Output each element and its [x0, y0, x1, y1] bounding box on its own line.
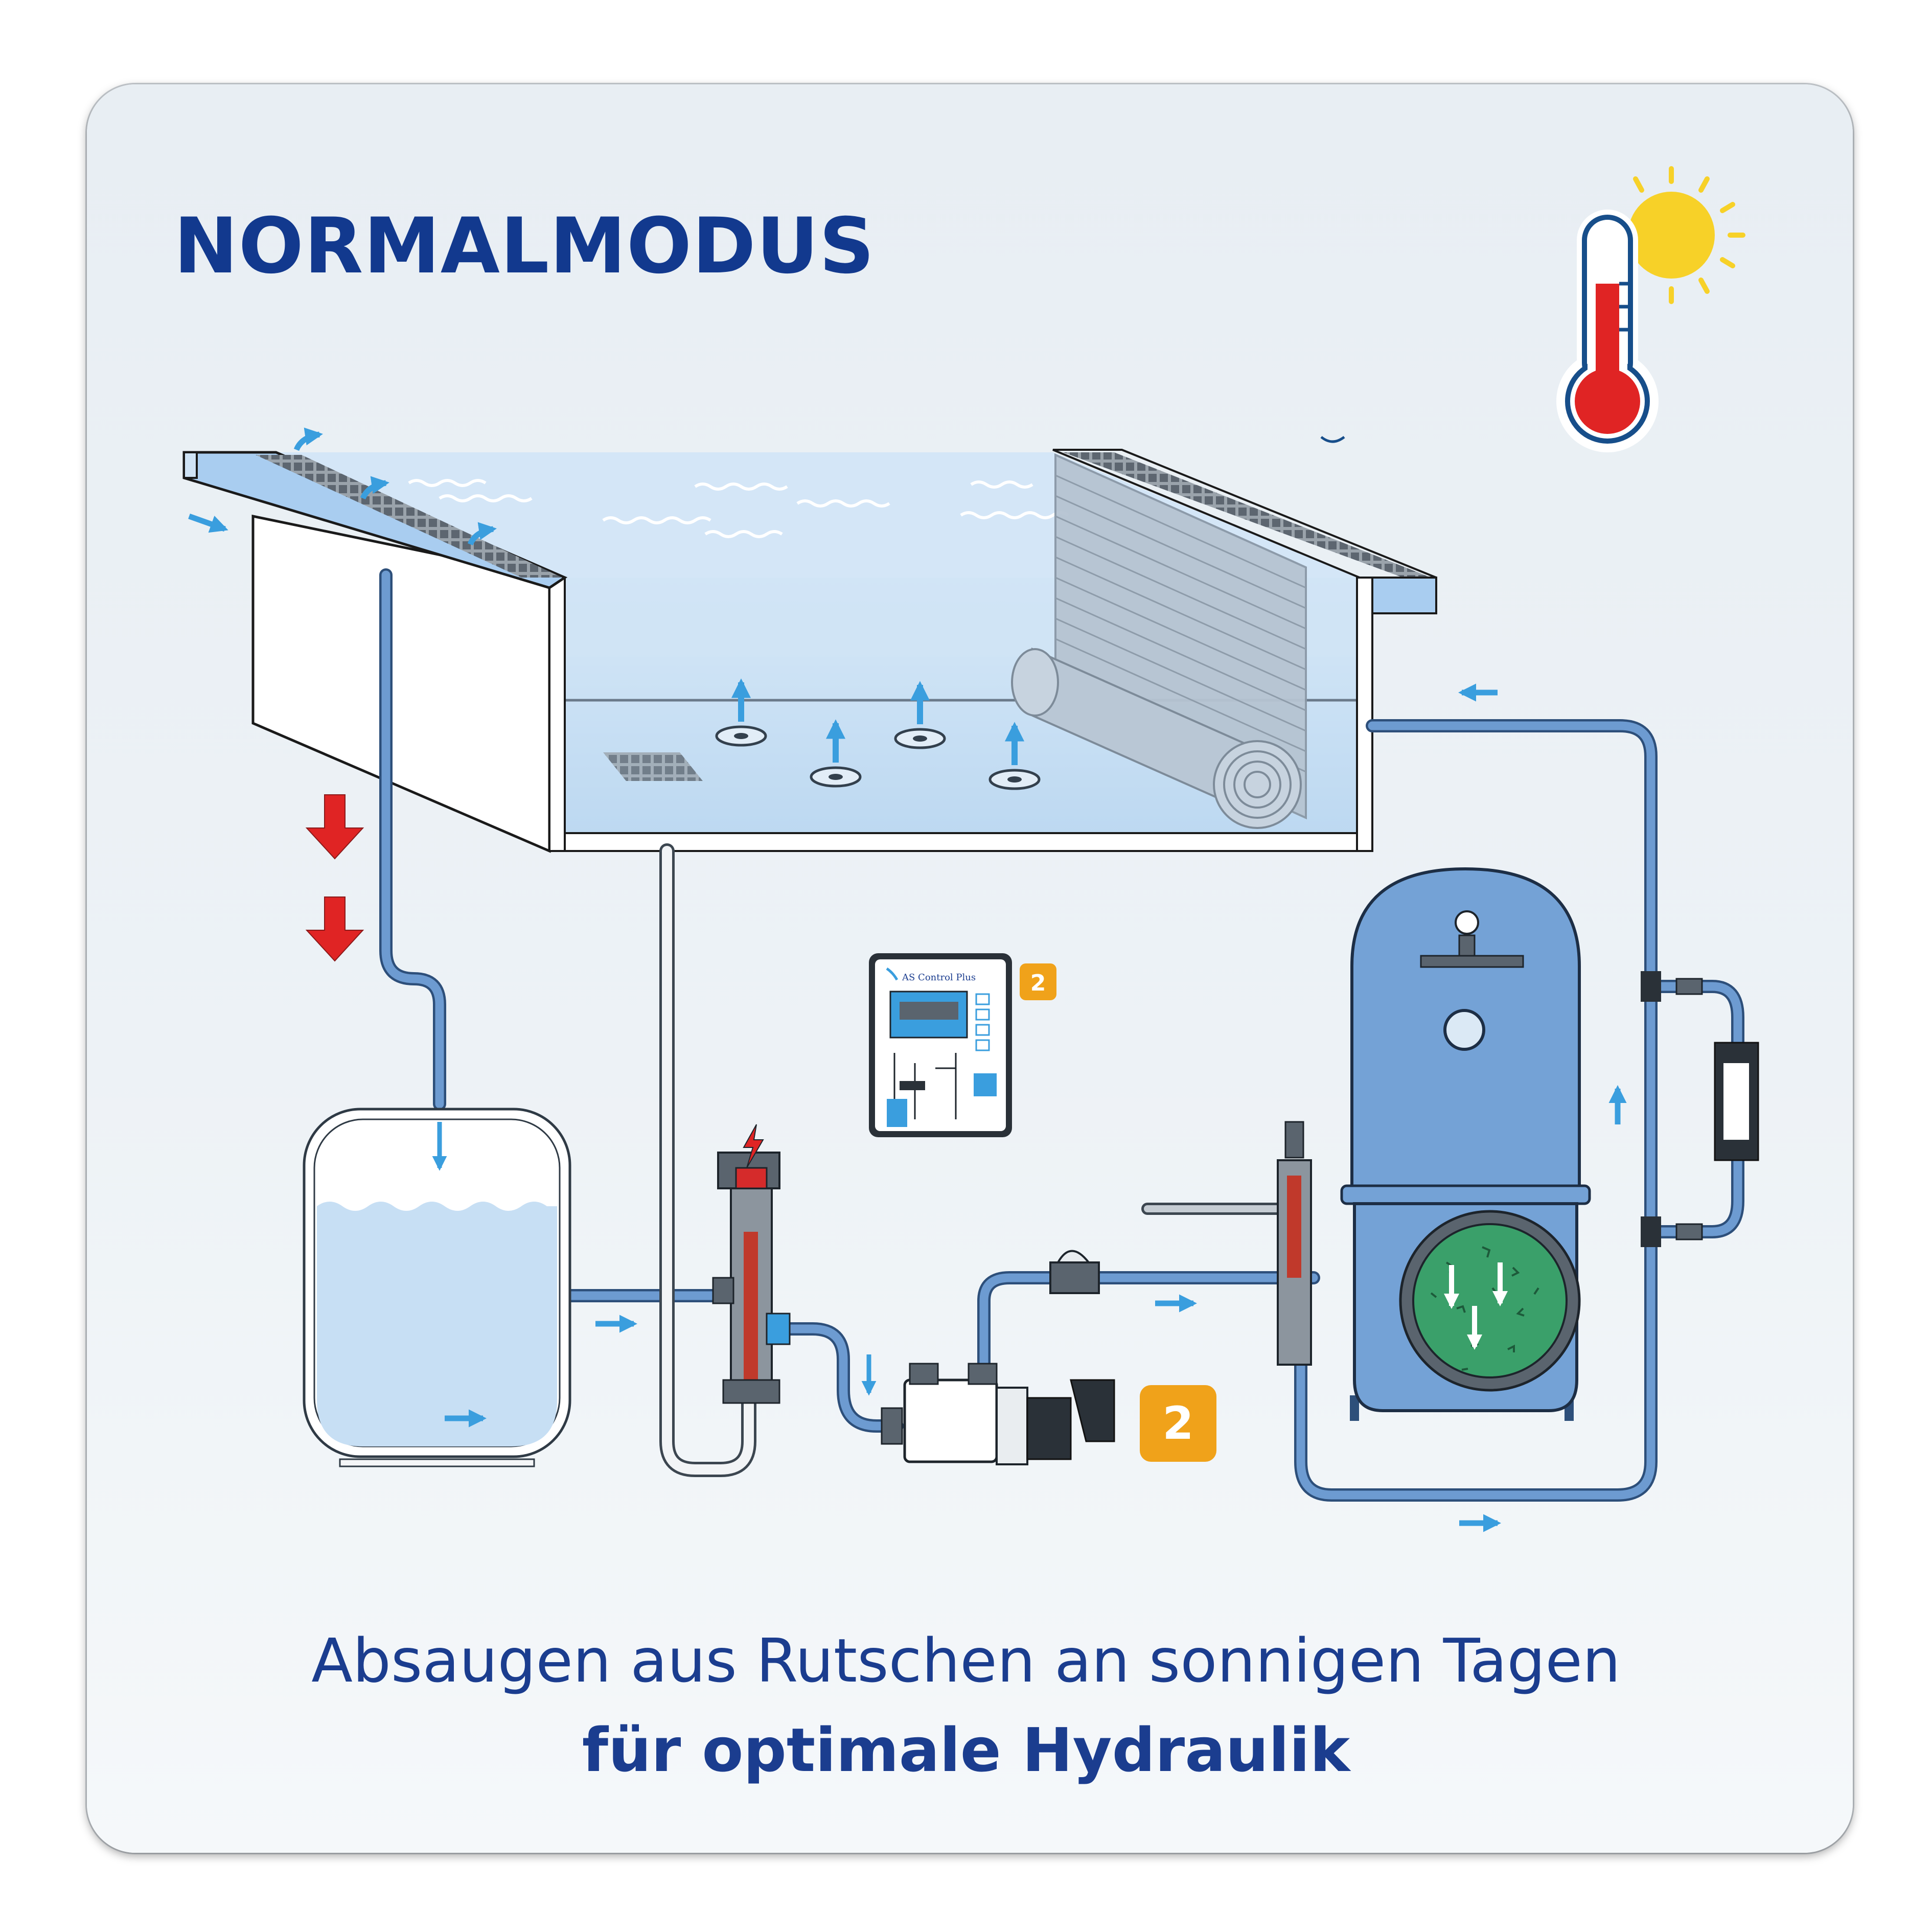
floor-inlet-nozzles [715, 678, 1041, 790]
badge-controller: 2 [1020, 963, 1056, 1000]
pool [182, 427, 1437, 853]
pool-cover-roll [1011, 453, 1307, 829]
svg-text:2: 2 [1030, 970, 1046, 996]
water-waves [408, 479, 1069, 538]
overflow-arrows [293, 427, 497, 546]
thermometer-icon [1556, 210, 1659, 452]
red-down-arrows [305, 794, 364, 962]
cover-roll-spiral [1213, 740, 1302, 829]
caption-line-2: für optimale Hydraulik [582, 1715, 1350, 1785]
sun-icon [1628, 166, 1745, 304]
heat-exchanger [1641, 971, 1759, 1247]
caption-line-1: Absaugen aus Rutschen an sonnigen Tagen [311, 1625, 1621, 1696]
floor-drain-grate [603, 752, 703, 781]
flow-arrows [595, 683, 1627, 1532]
controller-label: AS Control Plus [902, 972, 976, 983]
controller-unit: AS Control Plus [869, 953, 1012, 1137]
filter-flow-arrows [1444, 1262, 1508, 1350]
lightning-icon [743, 1124, 764, 1168]
sand-filter [1277, 867, 1591, 1421]
check-valve [1049, 1250, 1100, 1294]
badge-pump: 2 [1140, 1385, 1216, 1462]
balance-tank [303, 1108, 571, 1467]
circulation-pump [861, 1354, 1115, 1465]
svg-text:2: 2 [1162, 1397, 1193, 1450]
bird-icon [1320, 435, 1345, 443]
pipes [379, 568, 1744, 1502]
page-title: NORMALMODUS [174, 202, 875, 291]
uv-vessel [712, 1124, 791, 1404]
